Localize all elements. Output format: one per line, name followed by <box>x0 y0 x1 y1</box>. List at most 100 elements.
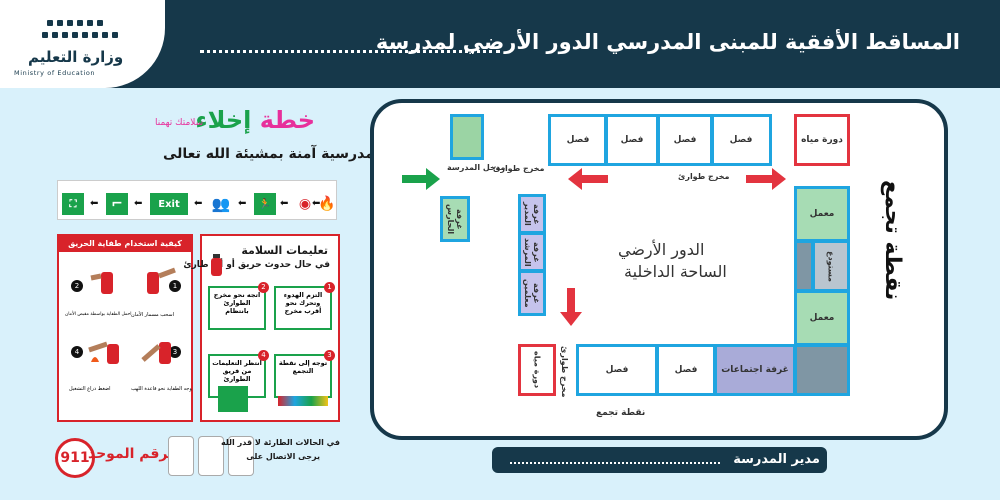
running-man-icon: 🏃 <box>254 193 276 215</box>
exit-sign-text: Exit <box>158 198 180 210</box>
safety-instructions-card: تعليمات السلامة في حال حدوث حريق أو أي ط… <box>183 234 340 422</box>
corridor-block <box>794 344 850 396</box>
pull-pin-icon <box>147 267 176 294</box>
logo-english-text: Ministry of Education <box>14 69 96 77</box>
instruction-number: 2 <box>258 282 269 293</box>
courtyard-label: الساحة الداخلية <box>624 262 727 281</box>
instruction-text: اتجه نحو مخرج الطوارئ بانتظام <box>213 291 261 315</box>
room-lab: معمل <box>794 290 850 346</box>
school-name-placeholder <box>200 50 500 53</box>
header-bar <box>0 0 1000 88</box>
arrow-left-icon: ⬅ <box>312 198 321 209</box>
instruction-number: 4 <box>258 350 269 361</box>
instruction-text: توجه إلى نقطة التجمع <box>278 359 328 375</box>
emergency-exit-label: مخرج طوارئ <box>678 172 730 181</box>
title-word-1: خطة <box>259 106 315 134</box>
ground-floor-label: الدور الأرضي <box>618 240 705 259</box>
room-classroom: فصل <box>548 114 608 166</box>
instruction-box: اتجه نحو مخرج الطوارئ بانتظام <box>208 286 266 330</box>
step-caption: احمل الطفاية بواسطة مقبض الأمان <box>65 312 132 317</box>
logo-panel <box>0 0 165 88</box>
emergency-notice-line-2: يرجى الاتصال على <box>246 452 320 461</box>
safety-tagline: سلامتك تهمنا <box>155 118 204 128</box>
step-caption: اضغط ذراع التشغيل <box>69 386 111 392</box>
fire-extinguisher-icon <box>211 254 222 276</box>
ministry-logo-icon <box>42 20 118 38</box>
police-emblem-icon <box>198 436 224 476</box>
alarm-bell-icon: ◉ <box>298 196 312 212</box>
exit-arrow-left-icon <box>568 168 608 190</box>
arrow-left-icon: ⬅ <box>134 198 143 209</box>
exit-arrow-down-icon <box>560 288 582 326</box>
title-word-2: إخلاء <box>195 106 252 134</box>
evacuation-plan-title: خطة إخلاء <box>195 106 315 134</box>
entrance-arrow-icon <box>402 168 440 190</box>
instruction-box: التزم الهدوء وتحرك نحو أقرب مخرج <box>274 286 332 330</box>
room-classroom: فصل <box>576 344 658 396</box>
arrow-left-icon: ⬅ <box>280 198 289 209</box>
extinguisher-instructions-card: كيفية استخدام طفاية الحريق 1 2 3 4 اسحب … <box>57 234 193 422</box>
room-classroom: فصل <box>656 114 714 166</box>
step-caption: وجه الطفاية نحو قاعدة اللهب <box>131 386 192 392</box>
extinguisher-card-title: كيفية استخدام طفاية الحريق <box>59 236 191 252</box>
safety-instructions-subtitle: في حال حدوث حريق أو أي طارئ <box>183 260 330 270</box>
instruction-number: 1 <box>324 282 335 293</box>
instruction-text: انتظر التعليمات من فريق الطوارئ <box>212 359 262 383</box>
room-counselor: غرفة المرشد <box>518 232 546 272</box>
room-principal: غرفة المدير <box>518 194 546 234</box>
gathering-point-label: نقطة تجمع <box>596 408 646 418</box>
squeeze-lever-icon <box>88 341 119 364</box>
poster-subtitle: نحو بيئة مدرسية آمنة بمشيئة الله تعالى <box>163 146 433 162</box>
people-walking-icon <box>278 396 328 406</box>
room-lab: معمل <box>794 186 850 242</box>
arrow-left-icon: ⬅ <box>194 198 203 209</box>
step-caption: اسحب مسمار الأمان <box>131 312 174 318</box>
room-restroom: دورة مياه <box>518 344 556 396</box>
emergency-exit-label: مخرج طوارئ <box>493 164 545 173</box>
emergency-number-badge: 911 <box>55 438 95 478</box>
arrow-left-icon: ⬅ <box>90 198 99 209</box>
fire-icon: 🔥 <box>318 196 336 212</box>
people-icon: 👥 <box>211 195 231 213</box>
principal-footer-bar <box>492 447 827 473</box>
assembly-sign-icon <box>218 386 248 412</box>
aim-nozzle-icon <box>141 342 171 364</box>
safety-instructions-title: تعليمات السلامة <box>241 244 328 257</box>
step-number: 2 <box>71 280 83 292</box>
room-classroom: فصل <box>604 114 660 166</box>
room-meeting: غرفة اجتماعات <box>714 344 796 396</box>
instruction-box: انتظر التعليمات من فريق الطوارئ <box>208 354 266 398</box>
exit-arrow-right-icon <box>746 168 786 190</box>
emergency-notice-line-1: في الحالات الطارئة لا قدر الله <box>220 438 340 447</box>
instruction-number: 3 <box>324 350 335 361</box>
civil-defense-emblem-icon <box>168 436 194 476</box>
corridor-block <box>794 240 814 292</box>
instruction-box: توجه إلى نقطة التجمع <box>274 354 332 398</box>
hold-extinguisher-icon <box>90 272 113 294</box>
unified-number-label: الرقم الموحد <box>88 446 179 462</box>
red-crescent-emblem-icon <box>228 436 254 476</box>
instruction-text: التزم الهدوء وتحرك نحو أقرب مخرج <box>283 291 323 315</box>
emergency-exit-label: مخرج طوارئ <box>560 346 569 398</box>
step-number: 1 <box>169 280 181 292</box>
room-classroom: فصل <box>656 344 716 396</box>
room-guard: غرفة الحارس <box>440 196 470 242</box>
gathering-point-vertical-label: نقطة تجمع <box>880 180 905 301</box>
principal-name-placeholder <box>510 462 720 464</box>
room-warehouse: مستودع <box>812 240 850 292</box>
entrance-block <box>450 114 484 160</box>
room-teachers: غرفة معلمين <box>518 270 546 316</box>
stairs-icon: ⌐ <box>106 193 128 215</box>
room-classroom: فصل <box>710 114 772 166</box>
room-restroom: دورة مياه <box>794 114 850 166</box>
step-number: 3 <box>169 346 181 358</box>
step-number: 4 <box>71 346 83 358</box>
exit-sign-icon: Exit <box>150 193 188 215</box>
evacuation-steps-strip: ⛶ ⬅ ⌐ ⬅ Exit ⬅ 👥 ⬅ 🏃 ⬅ ◉ ⬅ 🔥 <box>57 180 337 220</box>
arrow-left-icon: ⬅ <box>238 198 247 209</box>
assembly-point-icon: ⛶ <box>62 193 84 215</box>
poster-header: خطة إخلاء سلامتك تهمنا نحو بيئة مدرسية آ… <box>105 104 433 174</box>
principal-label: مدير المدرسة <box>733 452 820 467</box>
school-entrance-label: مدخل المدرسة <box>447 163 506 172</box>
logo-arabic-text: وزارة التعليم <box>28 48 124 66</box>
